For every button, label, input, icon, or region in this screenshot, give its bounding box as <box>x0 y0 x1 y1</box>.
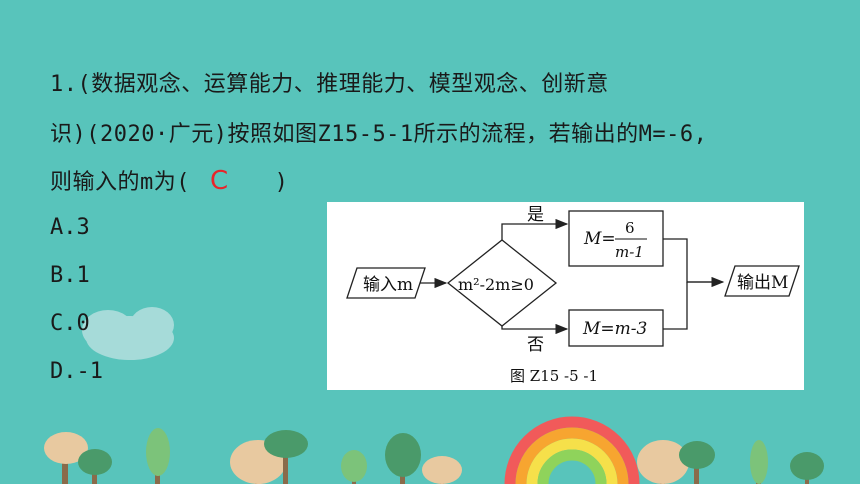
input-label: 输入m <box>363 275 413 295</box>
flowchart-diagram: 输入m m²-2m≥0 是 否 M= 6 m-1 M=m-3 输出M 图 Z15… <box>346 205 800 385</box>
flowchart-figure: 输入m m²-2m≥0 是 否 M= 6 m-1 M=m-3 输出M 图 Z15… <box>327 202 804 390</box>
tree-icon <box>44 428 824 484</box>
yes-box-lhs: M= <box>583 229 616 249</box>
option-d: D.-1 <box>50 359 103 384</box>
no-label: 否 <box>527 335 544 355</box>
question-line-3-suffix: ) <box>274 170 289 195</box>
condition-node-shape <box>446 239 558 327</box>
output-node-shape <box>724 265 800 297</box>
no-box-shape <box>568 309 664 347</box>
no-box-label: M=m-3 <box>582 319 647 339</box>
option-b: B.1 <box>50 263 90 288</box>
question-line-2: 识)(2020·广元)按照如图Z15-5-1所示的流程，若输出的M=-6, <box>50 122 708 147</box>
yes-box-denominator: m-1 <box>615 243 644 261</box>
option-a: A.3 <box>50 215 90 240</box>
rainbow-icon <box>504 416 640 484</box>
yes-box-numerator: 6 <box>625 219 635 237</box>
output-label: 输出M <box>737 273 788 293</box>
condition-label: m²-2m≥0 <box>458 275 534 294</box>
input-node-shape <box>346 267 426 299</box>
question-line-3-prefix: 则输入的m为( <box>50 170 190 195</box>
yes-label: 是 <box>527 205 544 225</box>
figure-caption: 图 Z15 -5 -1 <box>510 367 598 385</box>
answer-text: C <box>210 166 229 196</box>
question-line-1: 1.(数据观念、运算能力、推理能力、模型观念、创新意 <box>50 72 609 97</box>
cloud-icon <box>82 307 174 360</box>
option-c: C.0 <box>50 311 90 336</box>
question-line-3: 则输入的m为( C) <box>50 164 288 196</box>
